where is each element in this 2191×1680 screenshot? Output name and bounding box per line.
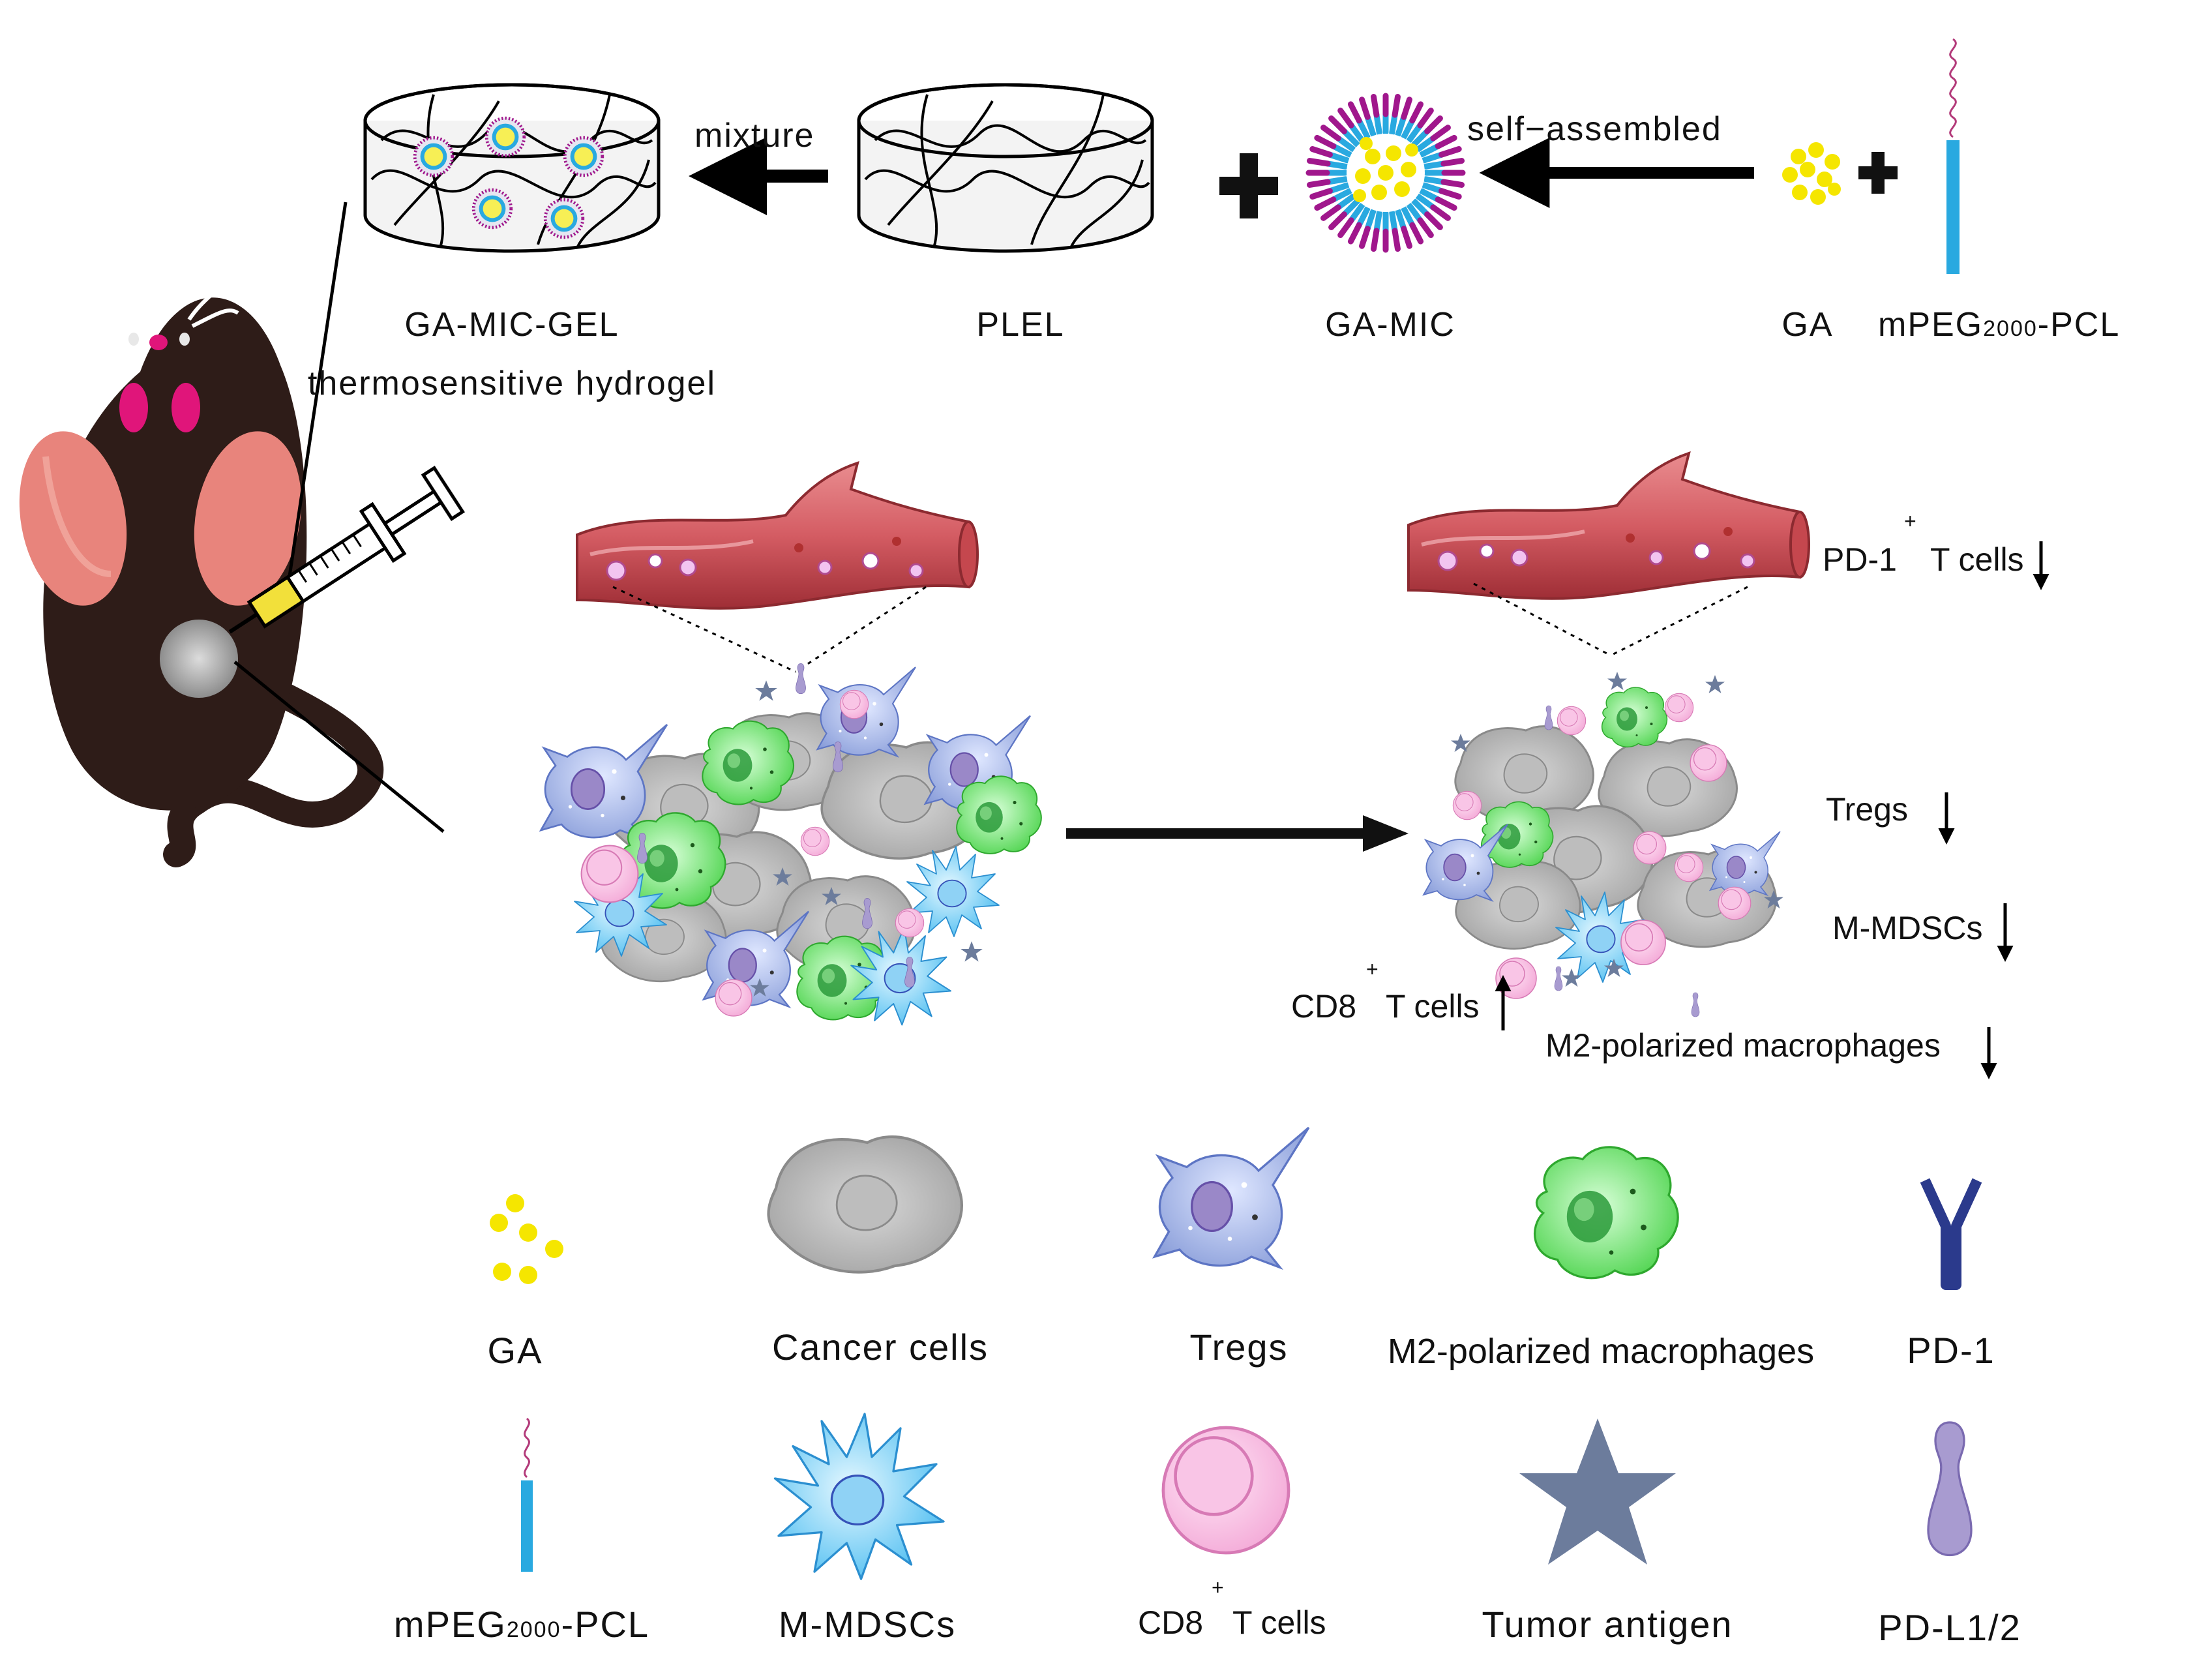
plel-dish: [859, 85, 1152, 251]
cd8-t-cells-label: CD8 + T cells: [1291, 957, 1512, 1030]
svg-text:+: +: [1366, 957, 1379, 981]
plus-icon: [1219, 153, 1278, 218]
treatment-arrow: [1066, 815, 1408, 852]
tumor-after: [1423, 672, 1783, 1017]
svg-text:CD8: CD8: [1138, 1604, 1203, 1641]
svg-text:T cells: T cells: [1930, 541, 2024, 578]
mpeg-pcl-label: mPEG2000-PCL: [1878, 306, 2120, 344]
svg-text:Tregs: Tregs: [1826, 791, 1908, 828]
legend-pdl1-icon: [1927, 1421, 1973, 1557]
syringe-icon: [228, 466, 465, 634]
legend-mmdscs-label: M-MDSCs: [779, 1604, 956, 1645]
thermosensitive-label: thermosensitive hydrogel: [308, 365, 716, 402]
legend-cancer-label: Cancer cells: [772, 1327, 989, 1368]
legend-m2-label: M2-polarized macrophages: [1388, 1332, 1814, 1371]
legend-antigen-label: Tumor antigen: [1482, 1604, 1733, 1645]
legend-ga-icon: [490, 1194, 563, 1284]
legend-pd1-icon: [1925, 1180, 1977, 1285]
legend-antigen-icon: [1519, 1418, 1676, 1565]
legend-tregs-label: Tregs: [1189, 1327, 1288, 1368]
legend-ga-label: GA: [488, 1330, 543, 1371]
svg-text:M-MDSCs: M-MDSCs: [1832, 910, 1983, 946]
self-assembled-label: self−assembled: [1467, 110, 1722, 148]
ga-mic-gel-dish: [365, 85, 659, 251]
legend-pd1-label: PD-1: [1907, 1330, 1995, 1371]
pd1-t-cells-label: PD-1 + T cells: [1823, 509, 2049, 590]
legend-tregs-icon: [1153, 1126, 1310, 1269]
svg-text:M2-polarized macrophages: M2-polarized macrophages: [1545, 1027, 1941, 1064]
blood-vessel-before: [577, 463, 977, 608]
tumor-before: [540, 663, 1042, 1026]
legend-mmdscs-icon: [773, 1413, 945, 1580]
legend-mpeg-pcl-icon: [521, 1417, 533, 1572]
ga-mic-micelle: [1305, 93, 1466, 253]
mpeg-pcl-icon: [1946, 38, 1960, 274]
svg-text:CD8: CD8: [1291, 988, 1356, 1025]
mixture-label: mixture: [694, 117, 814, 155]
mmdscs-label: M-MDSCs: [1832, 903, 2014, 962]
legend-cd8-label: CD8 + T cells: [1138, 1576, 1326, 1641]
blood-vessel-after: [1408, 453, 1809, 599]
ga-mic-gel-label: GA-MIC-GEL: [404, 306, 619, 344]
ga-cluster-icon: [1782, 142, 1841, 205]
legend-mpeg-pcl-label: mPEG2000-PCL: [394, 1604, 649, 1645]
svg-text:T cells: T cells: [1232, 1604, 1326, 1641]
svg-text:PD-1: PD-1: [1823, 541, 1897, 578]
mouse-illustration: [19, 202, 445, 867]
vessel-dotted-lines-after: [1473, 582, 1748, 657]
svg-text:+: +: [1212, 1576, 1224, 1599]
m2-macrophages-label: M2-polarized macrophages: [1545, 1027, 1997, 1079]
tregs-label: Tregs: [1826, 791, 1955, 845]
ga-mic-label: GA-MIC: [1325, 306, 1455, 344]
plel-label: PLEL: [976, 306, 1064, 344]
legend-macrophage-icon: [1533, 1146, 1679, 1280]
svg-text:+: +: [1904, 509, 1916, 533]
legend-cancer-icon: [769, 1137, 962, 1272]
legend-cd8-icon: [1163, 1428, 1289, 1553]
legend: GA Cancer cells Tregs M2-polarized macro…: [394, 1126, 2021, 1648]
ga-label: GA: [1781, 306, 1833, 344]
vessel-dotted-lines-before: [612, 586, 927, 673]
plus-icon-small: [1858, 152, 1898, 194]
legend-pdl1-label: PD-L1/2: [1878, 1607, 2021, 1648]
svg-text:T cells: T cells: [1386, 988, 1480, 1025]
